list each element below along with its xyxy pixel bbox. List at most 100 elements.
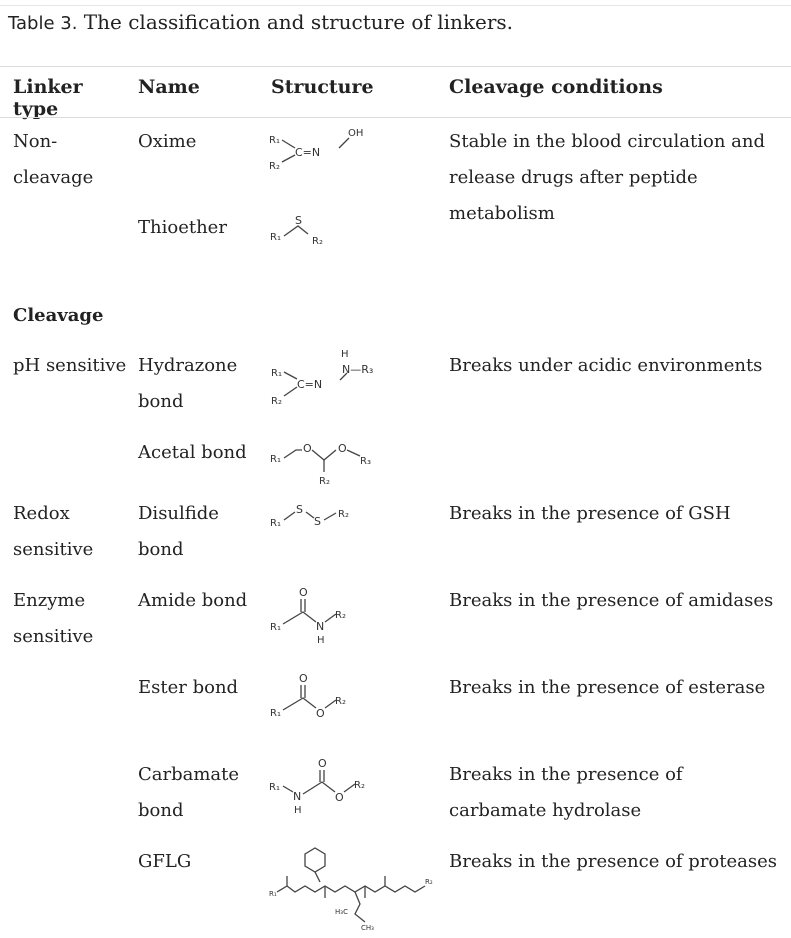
carbamate-bond-1 xyxy=(282,785,294,793)
header-linker-type: Linker type xyxy=(13,76,83,120)
disulfide-r1: R₁ xyxy=(270,518,281,529)
gflg-leucine-chain xyxy=(354,891,366,923)
hydrazone-cn: C=N xyxy=(297,378,322,391)
structure-carbamate: R₁ N H O O R₂ xyxy=(269,757,365,816)
structure-amide: O R₁ N H R₂ xyxy=(270,586,346,646)
carbamate-h: H xyxy=(294,805,302,816)
header-bottom-rule xyxy=(0,117,791,118)
acetal-r1: R₁ xyxy=(270,454,281,465)
thioether-s: S xyxy=(295,214,302,227)
section-cleavage: Cleavage xyxy=(13,305,104,326)
name-hydrazone: Hydrazone bond xyxy=(138,355,238,412)
oxime-r2: R₂ xyxy=(269,161,280,172)
ester-r2: R₂ xyxy=(335,696,346,707)
amide-r1: R₁ xyxy=(270,622,281,633)
acetal-bond-4 xyxy=(346,449,361,457)
acetal-o1: O xyxy=(303,442,312,455)
hydrazone-bond-3 xyxy=(339,372,348,381)
gflg-h3c: H₃C xyxy=(335,908,348,916)
acetal-r2: R₂ xyxy=(319,476,330,487)
name-oxime: Oxime xyxy=(138,131,197,152)
gflg-ch3: CH₃ xyxy=(361,924,374,932)
name-ester: Ester bond xyxy=(138,677,239,698)
disulfide-bond-2 xyxy=(305,511,315,519)
gflg-ch2 xyxy=(314,871,321,883)
amide-r2: R₂ xyxy=(335,610,346,621)
hydrazone-h: H xyxy=(341,349,349,360)
name-amide: Amide bond xyxy=(138,590,248,611)
cond-stable: Stable in the blood circulation and rele… xyxy=(449,131,766,224)
acetal-bond-2 xyxy=(311,449,337,461)
oxime-oh: OH xyxy=(348,128,363,139)
hydrazone-nr3: N—R₃ xyxy=(342,363,373,376)
cond-gsh: Breaks in the presence of GSH xyxy=(449,503,731,524)
carbamate-bond-r2 xyxy=(343,783,356,793)
type-non-cleavage: Non- cleavage xyxy=(13,131,94,188)
oxime-cn: C=N xyxy=(295,146,320,159)
gflg-r1: R₁ xyxy=(269,890,277,898)
disulfide-bond-1 xyxy=(283,511,296,521)
amide-n: N xyxy=(316,620,324,633)
caption-text: The classification and structure of link… xyxy=(77,10,514,34)
carbamate-n: N xyxy=(293,790,301,803)
structure-ester: O R₁ O R₂ xyxy=(270,672,346,720)
carbamate-r2: R₂ xyxy=(354,780,365,791)
thioether-r1: R₁ xyxy=(270,232,281,243)
gflg-backbone xyxy=(276,885,426,893)
gflg-r2: R₂ xyxy=(425,878,433,886)
carbamate-o1: O xyxy=(318,757,327,770)
structure-hydrazone: R₁ R₂ C=N H N—R₃ xyxy=(271,349,373,407)
disulfide-s2: S xyxy=(314,515,321,528)
cond-amidases: Breaks in the presence of amidases xyxy=(449,590,774,611)
name-gflg: GFLG xyxy=(138,851,192,872)
oxime-bond-1 xyxy=(281,139,296,149)
hydrazone-r1: R₁ xyxy=(271,368,282,379)
ester-r1: R₁ xyxy=(270,708,281,719)
disulfide-r2: R₂ xyxy=(338,509,349,520)
structure-gflg: R₁ H₃C CH₃ R₂ xyxy=(269,847,433,932)
thioether-bonds xyxy=(283,225,309,237)
hydrazone-bond-2 xyxy=(283,386,298,397)
cond-proteases: Breaks in the presence of proteases xyxy=(449,851,777,872)
header-top-rule xyxy=(0,66,791,67)
type-redox-sensitive: Redox sensitive xyxy=(13,503,94,560)
gflg-phenyl-ring xyxy=(304,847,326,873)
cond-esterase: Breaks in the presence of esterase xyxy=(449,677,766,698)
cond-acidic: Breaks under acidic environments xyxy=(449,355,763,376)
carbamate-r1: R₁ xyxy=(269,782,280,793)
ester-bond-r2 xyxy=(324,699,337,709)
type-enzyme-sensitive: Enzyme sensitive xyxy=(13,590,94,647)
name-thioether: Thioether xyxy=(138,217,227,238)
amide-o: O xyxy=(299,586,308,599)
structure-disulfide: R₁ S S R₂ xyxy=(270,503,349,529)
table-caption: Table 3. The classification and structur… xyxy=(8,10,513,34)
acetal-r3: R₃ xyxy=(360,456,371,467)
thioether-r2: R₂ xyxy=(312,236,323,247)
structure-acetal: R₁ O O R₃ R₂ xyxy=(270,442,371,487)
type-ph-sensitive: pH sensitive xyxy=(13,355,127,376)
cond-carbamate-hydrolase: Breaks in the presence of carbamate hydr… xyxy=(449,764,683,821)
ester-o1: O xyxy=(299,672,308,685)
hydrazone-bond-1 xyxy=(283,371,298,380)
oxime-bond-2 xyxy=(281,154,296,163)
disulfide-bond-3 xyxy=(323,512,337,521)
name-disulfide: Disulfide bond xyxy=(138,503,219,560)
ester-o2: O xyxy=(316,707,325,720)
oxime-bond-3 xyxy=(338,137,350,149)
carbamate-bonds xyxy=(302,781,336,795)
header-name: Name xyxy=(138,76,200,98)
amide-bond-r2 xyxy=(324,613,337,623)
ester-bonds xyxy=(282,697,317,711)
top-rule xyxy=(0,5,791,6)
name-acetal: Acetal bond xyxy=(138,442,247,463)
structure-thioether: R₁ S R₂ xyxy=(270,214,323,247)
hydrazone-r2: R₂ xyxy=(271,396,282,407)
structure-oxime: R₁ R₂ C=N OH xyxy=(269,128,363,172)
carbamate-o2: O xyxy=(335,791,344,804)
oxime-r1: R₁ xyxy=(269,135,280,146)
caption-label: Table 3. xyxy=(8,13,78,34)
name-carbamate: Carbamate bond xyxy=(138,764,240,821)
disulfide-s1: S xyxy=(296,503,303,516)
amide-bonds xyxy=(282,611,317,625)
amide-h: H xyxy=(317,635,325,646)
